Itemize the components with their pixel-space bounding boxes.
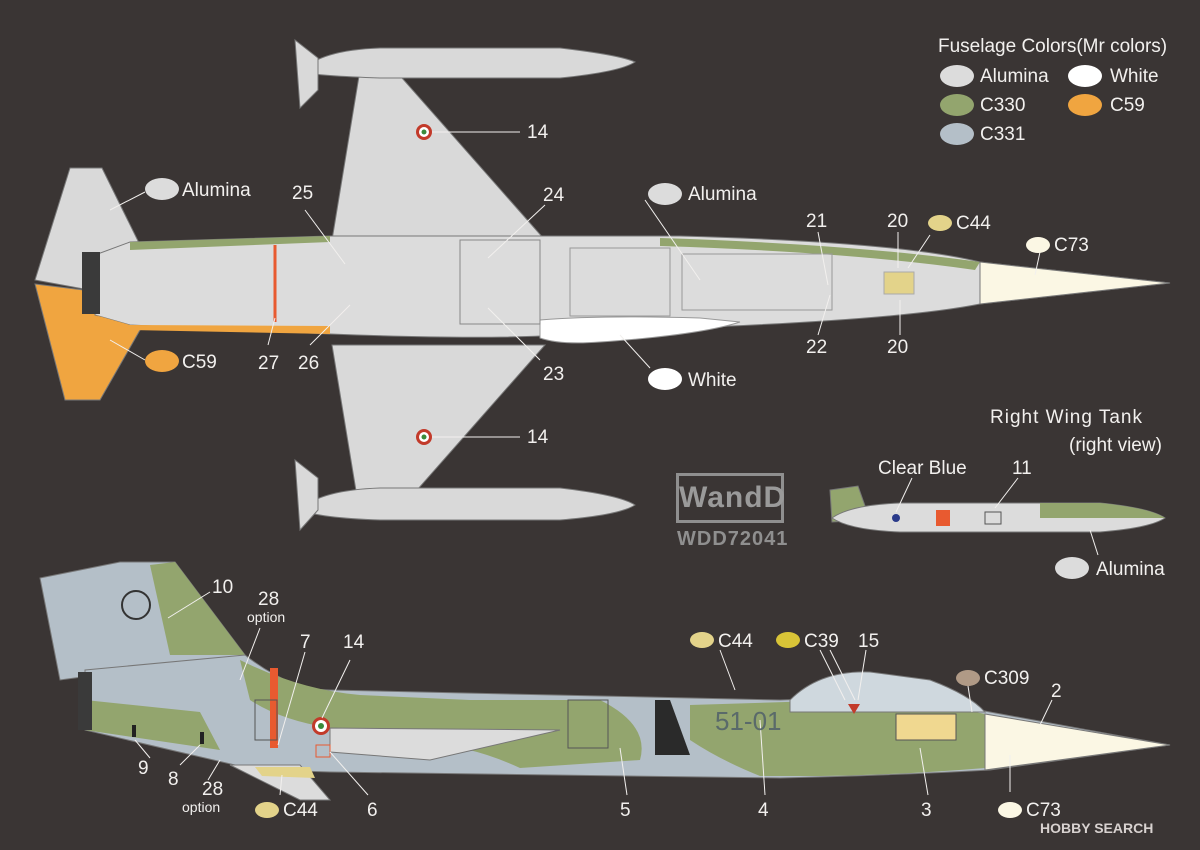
c73-swatch — [1026, 237, 1050, 253]
callout-c44-top: C44 — [718, 631, 753, 652]
callout-option-top: option — [247, 609, 286, 625]
callout-28-bottom: 28 — [202, 779, 224, 800]
callout-14-bottom: 14 — [527, 427, 549, 448]
callout-10: 10 — [212, 577, 234, 598]
serial-number: 51-01 — [715, 706, 782, 736]
alumina-swatch — [940, 65, 974, 87]
callout-23: 23 — [543, 364, 565, 385]
legend-title: Fuselage Colors(Mr colors) — [938, 36, 1168, 57]
callout-27: 27 — [258, 353, 280, 374]
callout-24: 24 — [543, 185, 565, 206]
c59-swatch — [145, 350, 179, 372]
callout-c73: C73 — [1054, 235, 1089, 256]
callout-wing-tank-alumina: Alumina — [1096, 559, 1165, 580]
callout-9: 9 — [138, 758, 149, 779]
alumina-swatch — [1055, 557, 1089, 579]
product-code: WDD72041 — [677, 528, 789, 550]
legend-alumina: Alumina — [980, 66, 1049, 87]
c73-swatch — [998, 802, 1022, 818]
callout-14-top: 14 — [527, 122, 549, 143]
side-view-aircraft — [39, 561, 1171, 801]
callout-4: 4 — [758, 800, 769, 821]
callout-c44: C44 — [956, 213, 991, 234]
callout-11: 11 — [1012, 458, 1032, 479]
callout-8: 8 — [168, 769, 179, 790]
c44-swatch — [928, 215, 952, 231]
callout-c59-tail: C59 — [182, 352, 217, 373]
callout-5: 5 — [620, 800, 631, 821]
alumina-swatch — [145, 178, 179, 200]
wing-tank-drawing — [829, 477, 1166, 556]
c309-swatch — [956, 670, 980, 686]
callout-c39: C39 — [804, 631, 839, 652]
callout-22: 22 — [806, 337, 828, 358]
callout-3: 3 — [921, 800, 932, 821]
legend-c330: C330 — [980, 95, 1026, 116]
wing-tank-subtitle: (right view) — [1069, 435, 1162, 456]
callout-25: 25 — [292, 183, 314, 204]
callout-20-top: 20 — [887, 211, 909, 232]
callout-26: 26 — [298, 353, 320, 374]
legend-c331: C331 — [980, 124, 1026, 145]
c59-swatch — [1068, 94, 1102, 116]
callout-c44-bottom: C44 — [283, 800, 318, 821]
callout-c309: C309 — [984, 668, 1030, 689]
callout-21: 21 — [806, 211, 828, 232]
legend-c59: C59 — [1110, 95, 1145, 116]
c330-swatch — [940, 94, 974, 116]
callout-c73-side: C73 — [1026, 800, 1061, 821]
alumina-swatch — [648, 183, 682, 205]
callout-6: 6 — [367, 800, 378, 821]
callout-clear-blue: Clear Blue — [878, 458, 967, 479]
callout-white-belly: White — [688, 370, 737, 391]
callout-15: 15 — [858, 631, 880, 652]
c44-swatch — [255, 802, 279, 818]
c44-swatch — [690, 632, 714, 648]
white-swatch — [648, 368, 682, 390]
callout-20-bottom: 20 — [887, 337, 909, 358]
callout-alumina-tail: Alumina — [182, 180, 251, 201]
callout-2: 2 — [1051, 681, 1062, 702]
callout-option-bottom: option — [182, 799, 221, 815]
callout-alumina-body: Alumina — [688, 184, 757, 205]
watermark: HOBBY SEARCH — [1040, 820, 1154, 836]
brand-logo: WandD — [676, 473, 785, 523]
legend-white: White — [1110, 66, 1159, 87]
c39-swatch — [776, 632, 800, 648]
callout-7: 7 — [300, 632, 311, 653]
c331-swatch — [940, 123, 974, 145]
callout-28-top: 28 — [258, 589, 280, 610]
top-view-aircraft — [34, 38, 1171, 532]
wing-tank-title: Right Wing Tank — [990, 407, 1143, 428]
white-swatch — [1068, 65, 1102, 87]
callout-14-side: 14 — [343, 632, 365, 653]
